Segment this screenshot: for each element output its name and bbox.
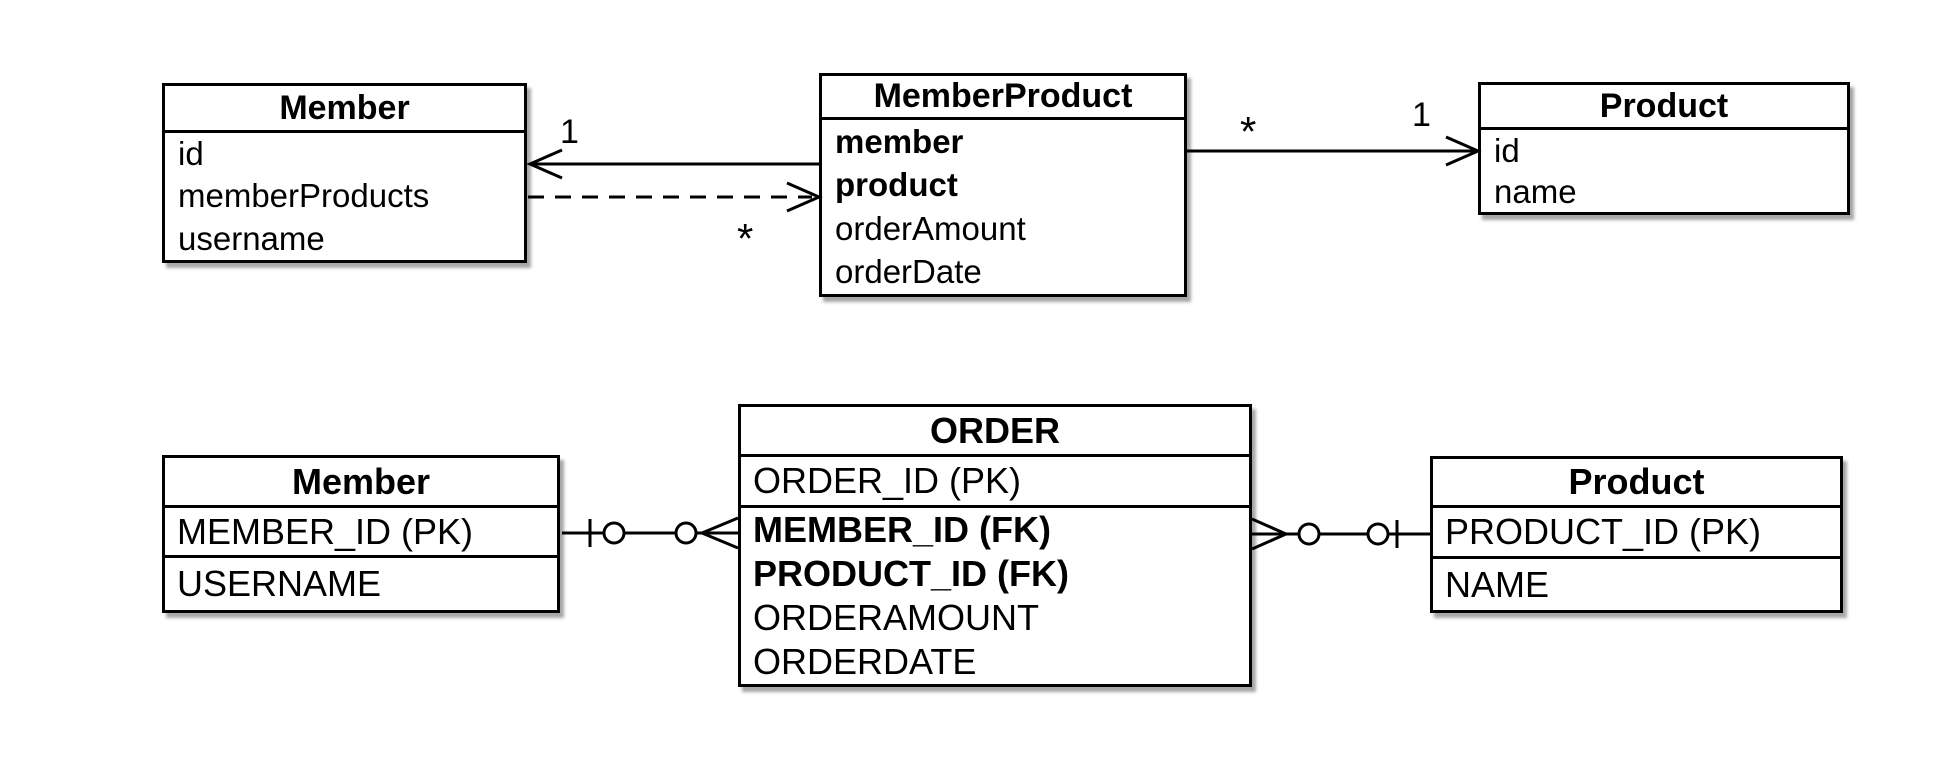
er-column: ORDERDATE bbox=[753, 641, 977, 682]
er-column: MEMBER_ID (PK) bbox=[165, 508, 557, 558]
er-entity-order-columns: MEMBER_ID (FK) PRODUCT_ID (FK) ORDERAMOU… bbox=[741, 508, 1249, 684]
er-column: NAME bbox=[1445, 563, 1550, 605]
uml-attribute: memberProducts bbox=[178, 177, 430, 215]
er-entity-product-title: Product bbox=[1433, 459, 1840, 508]
multiplicity-label-assoc-many: * bbox=[1240, 108, 1257, 155]
uml-class-product: Product id name bbox=[1478, 82, 1850, 215]
er-entity-product: Product PRODUCT_ID (PK) NAME bbox=[1430, 456, 1843, 613]
er-entity-member-columns: MEMBER_ID (PK) USERNAME bbox=[165, 508, 557, 610]
uml-arrowhead-right-icon bbox=[1445, 135, 1482, 167]
uml-class-member-attributes: id memberProducts username bbox=[165, 133, 524, 260]
uml-class-member-title: Member bbox=[165, 86, 524, 133]
er-entity-order: ORDER ORDER_ID (PK) MEMBER_ID (FK) PRODU… bbox=[738, 404, 1252, 687]
er-column: USERNAME bbox=[177, 563, 382, 604]
uml-class-member: Member id memberProducts username bbox=[162, 83, 527, 263]
uml-attribute: member bbox=[835, 122, 964, 160]
uml-class-memberproduct: MemberProduct member product orderAmount… bbox=[819, 73, 1187, 297]
er-zero-circle-icon bbox=[1297, 522, 1321, 546]
er-zero-circle-icon bbox=[602, 521, 626, 545]
uml-class-product-attributes: id name bbox=[1481, 130, 1847, 212]
er-column: PRODUCT_ID (FK) bbox=[753, 553, 1069, 594]
uml-attribute: name bbox=[1494, 172, 1577, 210]
er-zero-circle-icon bbox=[674, 521, 698, 545]
er-column-pk: ORDER_ID (PK) bbox=[741, 457, 1249, 508]
er-entity-order-title: ORDER bbox=[741, 407, 1249, 457]
uml-class-memberproduct-title: MemberProduct bbox=[822, 76, 1184, 120]
uml-attribute: id bbox=[1494, 131, 1520, 169]
er-column: PRODUCT_ID (PK) bbox=[1433, 508, 1840, 559]
er-crowsfoot-icon bbox=[701, 516, 739, 550]
er-entity-member-title: Member bbox=[165, 458, 557, 508]
er-crowsfoot-icon bbox=[1251, 517, 1287, 551]
uml-attribute: product bbox=[835, 166, 958, 204]
uml-class-product-title: Product bbox=[1481, 85, 1847, 130]
uml-class-memberproduct-attributes: member product orderAmount orderDate bbox=[822, 120, 1184, 294]
multiplicity-label-member-one: 1 bbox=[560, 113, 579, 151]
uml-attribute: id bbox=[178, 135, 204, 173]
multiplicity-label-memberproduct-many: * bbox=[737, 215, 754, 262]
uml-arrowhead-left-icon bbox=[526, 148, 563, 180]
er-zero-circle-icon bbox=[1366, 522, 1390, 546]
er-column: MEMBER_ID (FK) bbox=[753, 509, 1051, 550]
multiplicity-label-product-one: 1 bbox=[1412, 96, 1431, 134]
uml-attribute: orderAmount bbox=[835, 209, 1026, 247]
er-entity-member: Member MEMBER_ID (PK) USERNAME bbox=[162, 455, 560, 613]
uml-attribute: username bbox=[178, 219, 325, 257]
uml-attribute: orderDate bbox=[835, 253, 982, 291]
er-column: ORDERAMOUNT bbox=[753, 597, 1039, 638]
er-entity-product-columns: PRODUCT_ID (PK) NAME bbox=[1433, 508, 1840, 610]
uml-arrowhead-right-icon bbox=[786, 181, 823, 213]
